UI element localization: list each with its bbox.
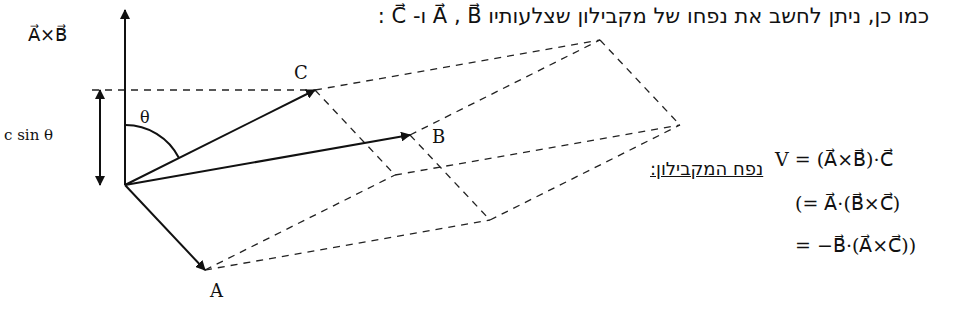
height-label: c sin θ — [4, 126, 53, 144]
vector-label: C — [294, 62, 308, 84]
vector-label: A — [210, 280, 223, 302]
heading-text: כמו כן, ניתן לחשב את נפחו של מקבילון שצל… — [378, 4, 929, 29]
vector-label: B — [432, 126, 445, 148]
vector-label: A⃗×B⃗ — [28, 24, 67, 46]
formula-text: = −B⃗·(A⃗×C⃗)) — [795, 234, 916, 257]
angle-label: θ — [140, 108, 150, 127]
hidden-edges — [92, 40, 680, 270]
formula-text: (= A⃗·(B⃗×C⃗) — [795, 192, 900, 215]
subheading-text: נפח המקבילון: — [650, 158, 763, 180]
vector-arrows — [100, 10, 410, 270]
formula-text: V = (A⃗×B⃗)·C⃗ — [775, 148, 893, 171]
